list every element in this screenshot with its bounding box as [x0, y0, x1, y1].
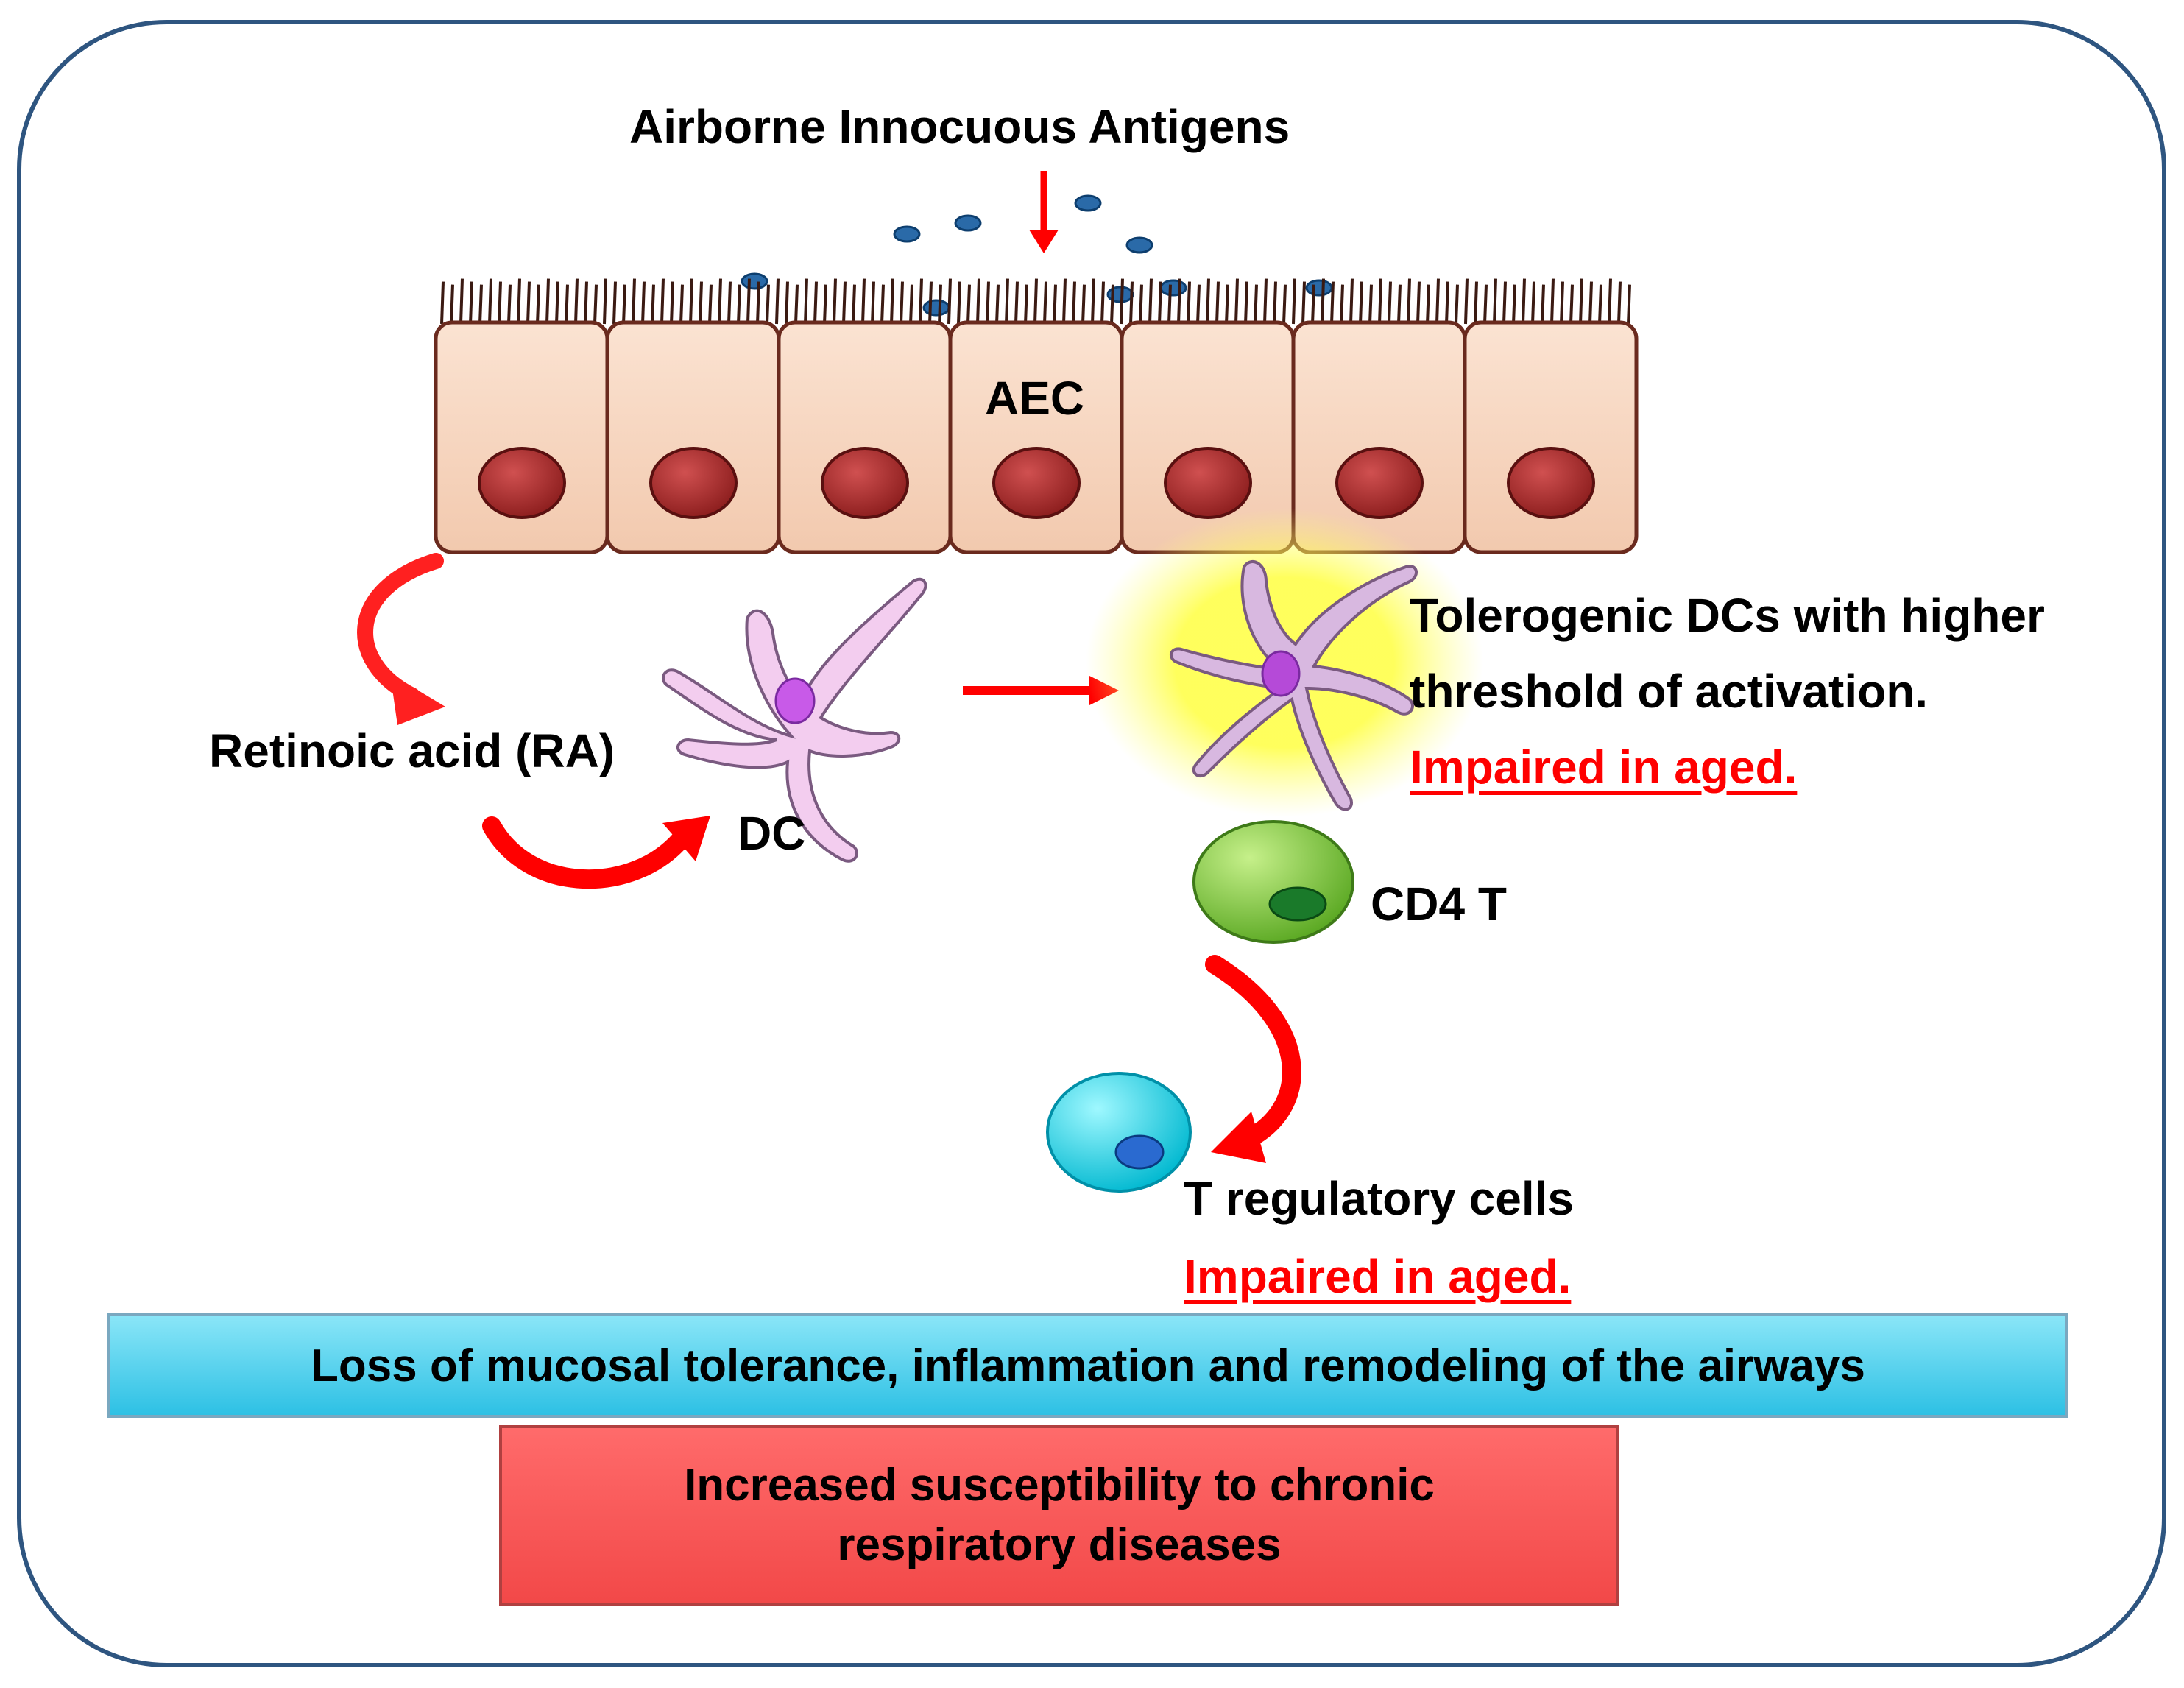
retinoic-acid-label: Retinoic acid (RA) — [209, 724, 615, 777]
tolerogenic-line1: Tolerogenic DCs with higher — [1410, 589, 2045, 642]
outcome-box-bg — [107, 1313, 2068, 1418]
epithelial-cell — [1463, 320, 1639, 554]
cd4-t-cell — [1192, 820, 1354, 944]
consequence-line1: Increased susceptibility to chronic — [684, 1460, 1435, 1511]
epithelial-nuclei — [478, 447, 1595, 519]
cd4-label: CD4 T — [1371, 877, 1507, 930]
dendritic-cell — [662, 577, 927, 863]
treg-label: T regulatory cells — [1184, 1172, 1574, 1225]
dc-label: DC — [738, 807, 806, 860]
nucleus — [821, 447, 909, 519]
nucleus — [649, 447, 738, 519]
nucleus — [1335, 447, 1424, 519]
antigens-label: Airborne Innocuous Antigens — [629, 100, 1290, 153]
tolerogenic-impaired-label: Impaired in aged. — [1410, 741, 1798, 794]
consequence-box-bg — [499, 1425, 1619, 1606]
outcome-box: Loss of mucosal tolerance, inflammation … — [109, 1315, 2067, 1416]
cd4-to-treg-arrow — [1205, 955, 1301, 1163]
consequence-line2: respiratory diseases — [837, 1519, 1282, 1570]
tolerogenic-dendritic-cell — [1086, 508, 1483, 817]
nucleus — [992, 447, 1081, 519]
nucleus — [1164, 447, 1252, 519]
tolerogenic-line2: threshold of activation. — [1410, 665, 1929, 718]
outer-frame — [17, 20, 2166, 1667]
t-regulatory-cell — [1046, 1072, 1192, 1193]
epithelial-cell-layer — [434, 320, 1639, 554]
treg-impaired-label: Impaired in aged. — [1184, 1250, 1572, 1303]
cilia — [440, 278, 1631, 325]
aec-label: AEC — [985, 372, 1085, 425]
outcome-label: Loss of mucosal tolerance, inflammation … — [311, 1340, 1865, 1391]
consequence-box: Increased susceptibility to chronic resp… — [501, 1427, 1618, 1605]
nucleus — [478, 447, 566, 519]
nucleus — [1507, 447, 1595, 519]
aec-to-ra-arrow — [357, 553, 445, 725]
ra-to-dc-arrow — [482, 816, 710, 889]
antigen-arrow — [1029, 171, 1059, 253]
